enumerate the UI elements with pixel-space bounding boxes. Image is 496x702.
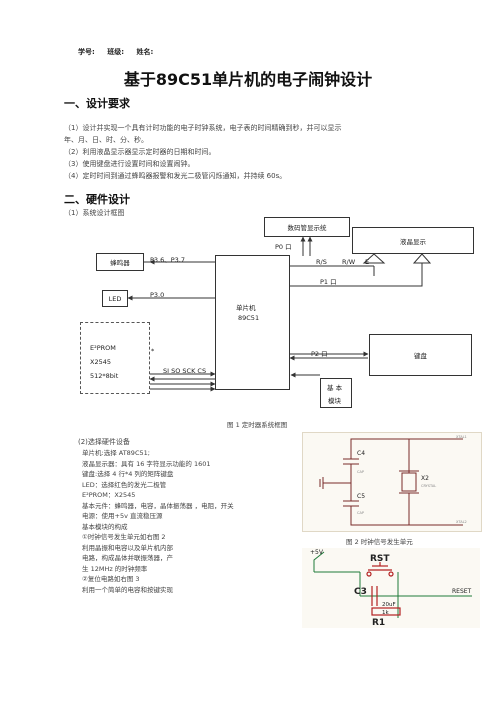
- lcd-box: 液晶显示: [352, 227, 474, 254]
- eprom-box: [80, 322, 150, 394]
- mcu-model: 89C51: [238, 314, 260, 322]
- crystal-label: CRYSTAL: [421, 484, 436, 488]
- keyboard-box: 键盘: [369, 334, 472, 376]
- hardware-line: 液晶显示器：具有 16 字符显示功能的 1601: [82, 459, 211, 468]
- clock-circuit-schematic: C4 CAP C5 CAP X2 CRYSTAL XTAL1 XTAL2: [319, 435, 467, 526]
- vcc-label: +5V: [310, 549, 324, 556]
- xtal2-label: XTAL2: [456, 520, 467, 524]
- hardware-line: 基本模块的构成: [82, 522, 128, 531]
- segment-display-box: 数码管显示统: [264, 217, 350, 237]
- c5-type: CAP: [357, 511, 364, 515]
- class-label: 班级:: [107, 48, 125, 56]
- diagram-connectors: [127, 236, 432, 392]
- hardware-line: 利用一个简单的电容和按键实现: [82, 585, 173, 594]
- hardware-line: ②复位电路如右图 3: [82, 575, 140, 583]
- p2-label: P2 口: [311, 350, 328, 358]
- rw-label: R/W: [342, 258, 356, 266]
- student-info: 学号: 班级: 姓名:: [78, 47, 163, 57]
- basic-module-line1: 基 本: [327, 384, 343, 392]
- clock-circuit-figure: C4 CAP C5 CAP X2 CRYSTAL XTAL1 XTAL2: [302, 432, 482, 532]
- requirement-item: （1）设计并实现一个具有计时功能的电子时钟系统，电子表的时间精确到秒，并可以显示: [64, 124, 342, 132]
- eprom-model: X2545: [90, 358, 111, 366]
- requirement-item: （3）使用键盘进行设置时间和设置闹钟。: [64, 160, 195, 168]
- c4-type: CAP: [357, 470, 364, 474]
- eprom-size: 512*8bit: [90, 372, 119, 380]
- p1-label: P1 口: [320, 278, 337, 286]
- c3-value: 20uF: [382, 602, 396, 608]
- figure2-caption: 图 2 时钟信号发生单元: [346, 538, 413, 546]
- p36-label: P3.6、P3.7: [150, 256, 186, 264]
- requirement-item: 年、月、日、时、分、秒。: [64, 136, 148, 144]
- p30-label: P3.0: [150, 291, 165, 299]
- e-label: E: [365, 258, 370, 266]
- requirement-item: （4）定时时间到通过蜂鸣器报警和发光二极管闪烁通知，并持续 60s。: [64, 172, 287, 180]
- hardware-line: LED：选择红色的发光二极管: [82, 480, 167, 489]
- c5-label: C5: [357, 493, 365, 500]
- basic-module-line2: 模块: [328, 397, 341, 405]
- c3-label: C3: [354, 587, 367, 597]
- section-heading-hardware: 二、硬件设计: [64, 193, 130, 206]
- c4-label: C4: [357, 450, 365, 457]
- led-box: LED: [102, 290, 128, 307]
- system-block-diagram: 数码管显示统 液晶显示 P0 口 R/S R/W E 蜂鸣器 P3.6、P3.7…: [80, 217, 474, 429]
- hardware-line: 生 12MHz 的时钟频率: [82, 564, 148, 573]
- student-no-label: 学号:: [78, 48, 95, 56]
- spi-label: SI SO SCK CS: [163, 367, 207, 375]
- r1-value: 1k: [382, 610, 389, 616]
- rs-label: R/S: [316, 258, 327, 266]
- hardware-line: 键盘:选择 4 行*4 列的矩阵键盘: [82, 470, 174, 478]
- eprom-label: E²PROM: [90, 344, 116, 352]
- section-heading-requirements: 一、设计要求: [64, 97, 130, 110]
- hardware-select-heading: (2)选择硬件设备: [78, 438, 130, 446]
- star-mark: *: [151, 347, 155, 355]
- reset-circuit-schematic: +5V RST C3 20uF 1k R1 RESET: [310, 549, 472, 628]
- hardware-line: E²PROM：X2545: [82, 491, 136, 499]
- name-label: 姓名:: [136, 48, 154, 56]
- hardware-line: 电源：使用+5v 直流稳压源: [82, 512, 163, 520]
- hardware-line: 利用晶振和电容以及单片机内部: [82, 543, 173, 552]
- reset-label: RESET: [452, 588, 472, 595]
- p0-label: P0 口: [275, 243, 292, 251]
- figure1-caption: 图 1 定时器系统框图: [227, 421, 288, 429]
- x2-label: X2: [421, 475, 429, 482]
- rst-label: RST: [370, 554, 390, 564]
- requirements-list: （1）设计并实现一个具有计时功能的电子时钟系统，电子表的时间精确到秒，并可以显示…: [64, 123, 464, 181]
- subheading-block-diagram: （1）系统设计框图: [64, 209, 125, 217]
- requirement-item: （2）利用液晶显示器显示定时器的日期和时间。: [64, 148, 216, 156]
- basic-module-box: [320, 378, 352, 408]
- buzzer-box: 蜂鸣器: [96, 253, 144, 271]
- r1-label: R1: [372, 618, 385, 628]
- mcu-box: [215, 255, 290, 390]
- hardware-line: ①时钟信号发生单元如右图 2: [82, 533, 166, 541]
- hardware-select-list: 单片机:选择 AT89C51; 液晶显示器：具有 16 字符显示功能的 1601…: [82, 448, 292, 595]
- hardware-line: 基本元件：蜂鸣器，电容，晶体振荡器 ，电阻，开关: [82, 501, 234, 510]
- hardware-line: 单片机:选择 AT89C51;: [82, 449, 150, 457]
- xtal1-label: XTAL1: [456, 435, 467, 439]
- hardware-line: 电路，构成晶体并联振荡器，产: [82, 554, 173, 562]
- reset-circuit-figure: +5V RST C3 20uF 1k R1 RESET: [302, 548, 480, 628]
- page-title: 基于89C51单片机的电子闹钟设计: [123, 70, 373, 89]
- mcu-name: 单片机: [236, 304, 256, 312]
